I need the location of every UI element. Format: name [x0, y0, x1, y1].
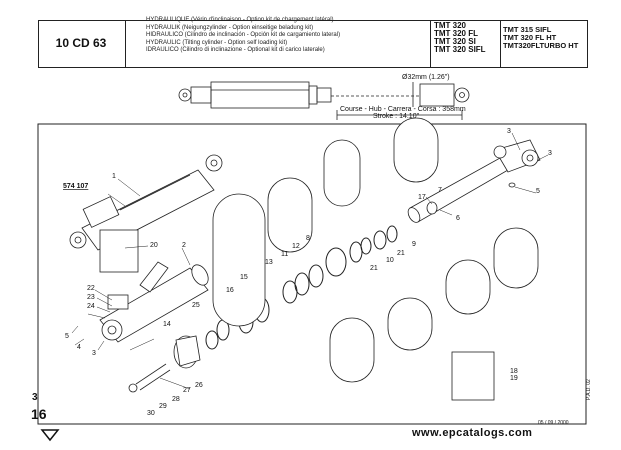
part-number: 27 — [183, 387, 191, 394]
part-number: 20 — [150, 242, 158, 249]
description-block: HYDRAULIQUE (Vérin d'inclinaison - Optio… — [146, 17, 340, 55]
header-divider — [125, 20, 126, 67]
header-frame — [38, 20, 588, 68]
part-number: 15 — [240, 274, 248, 281]
callout-reference: 574 107 — [63, 183, 88, 190]
part-number: 10 — [386, 257, 394, 264]
part-number: 9 — [412, 241, 416, 248]
model-name: TMT 320 FL — [434, 29, 479, 38]
part-number: 30 — [147, 410, 155, 417]
model-name: TMT 320 — [434, 21, 467, 30]
leader-lines — [71, 132, 549, 390]
part-number: 2 — [182, 242, 186, 249]
model-name: TMT 315 SIFL — [503, 25, 552, 34]
footer-date: 05 / 09 / 2000 — [538, 420, 569, 426]
part-number: 4 — [77, 344, 81, 351]
cylinder-assembly-1 — [69, 154, 223, 251]
down-arrow-icon[interactable] — [40, 429, 60, 442]
part-number: 3 — [92, 350, 96, 357]
description-line: HYDRAULIC (Tilting cylinder - Option sel… — [146, 39, 288, 46]
part-number: 1 — [112, 173, 116, 180]
detail-bubbles — [212, 117, 539, 383]
header-divider — [430, 20, 431, 67]
part-number: 21 — [397, 250, 405, 257]
part-number: 5 — [536, 188, 540, 195]
description-line: HYDRAULIK (Neigungzylinder - Option eins… — [146, 24, 314, 31]
part-number: 6 — [456, 215, 460, 222]
piston-rod — [128, 335, 201, 393]
model-list-left: TMT 320 TMT 320 FL TMT 320 SI TMT 320 SI… — [434, 22, 486, 54]
dimension-label: Course - Hub - Carrera - Corsa : 358mm — [340, 106, 466, 113]
part-number: 25 — [192, 302, 200, 309]
part-number: 26 — [195, 382, 203, 389]
part-number: 7 — [438, 187, 442, 194]
cylinder-body-2 — [99, 261, 209, 343]
part-number: 23 — [87, 294, 95, 301]
model-name: TMT 320 SI — [434, 37, 476, 46]
part-number: 29 — [159, 403, 167, 410]
diagram-frame — [37, 123, 587, 425]
part-number: 16 — [226, 287, 234, 294]
description-line: IDRAULICO (Cilindro di inclinazione - Op… — [146, 47, 325, 54]
label-plates — [99, 229, 495, 401]
part-number: 8 — [306, 235, 310, 242]
model-list-right: TMT 315 SIFL TMT 320 FL HT TMT320FLTURBO… — [503, 26, 578, 50]
description-line: HYDRAULIQUE (Vérin d'inclinaison - Optio… — [146, 17, 334, 23]
part-number: 3 — [548, 150, 552, 157]
header-divider — [500, 20, 501, 67]
cylinder-sketch — [178, 81, 470, 120]
reference-code: 10 CD 63 — [55, 36, 107, 50]
part-number: 19 — [510, 375, 518, 382]
watermark[interactable]: www.epcatalogs.com — [412, 427, 533, 439]
model-name: TMT320FLTURBO HT — [503, 41, 579, 50]
part-number: 13 — [265, 259, 273, 266]
description-line: HIDRAULICO (Cilindro de inclinación - Op… — [146, 32, 341, 39]
cylinder-body — [407, 139, 541, 223]
part-number: 22 — [87, 285, 95, 292]
part-number: 28 — [172, 396, 180, 403]
part-number: 24 — [87, 303, 95, 310]
page-side-top: 3 — [32, 392, 38, 403]
part-number: 21 — [370, 265, 378, 272]
part-number: 17 — [418, 194, 426, 201]
footer-pad: P.A.D. 02 — [586, 379, 592, 400]
model-name: TMT 320 FL HT — [503, 33, 557, 42]
part-number: 5 — [65, 333, 69, 340]
model-name: TMT 320 SIFL — [434, 45, 486, 54]
part-number: 18 — [510, 368, 518, 375]
part-numbers: 1 2 3 3 3 4 5 5 6 7 8 9 10 11 12 13 14 1… — [63, 128, 552, 417]
part-number: 14 — [163, 321, 171, 328]
page-side-bottom: 16 — [31, 406, 47, 422]
dimension-label: Ø32mm (1.26") — [402, 74, 450, 81]
part-number: 11 — [281, 251, 288, 258]
part-number: 12 — [292, 243, 300, 250]
dimension-label: Stroke : 14.10" — [373, 113, 420, 120]
part-number: 3 — [507, 128, 511, 135]
